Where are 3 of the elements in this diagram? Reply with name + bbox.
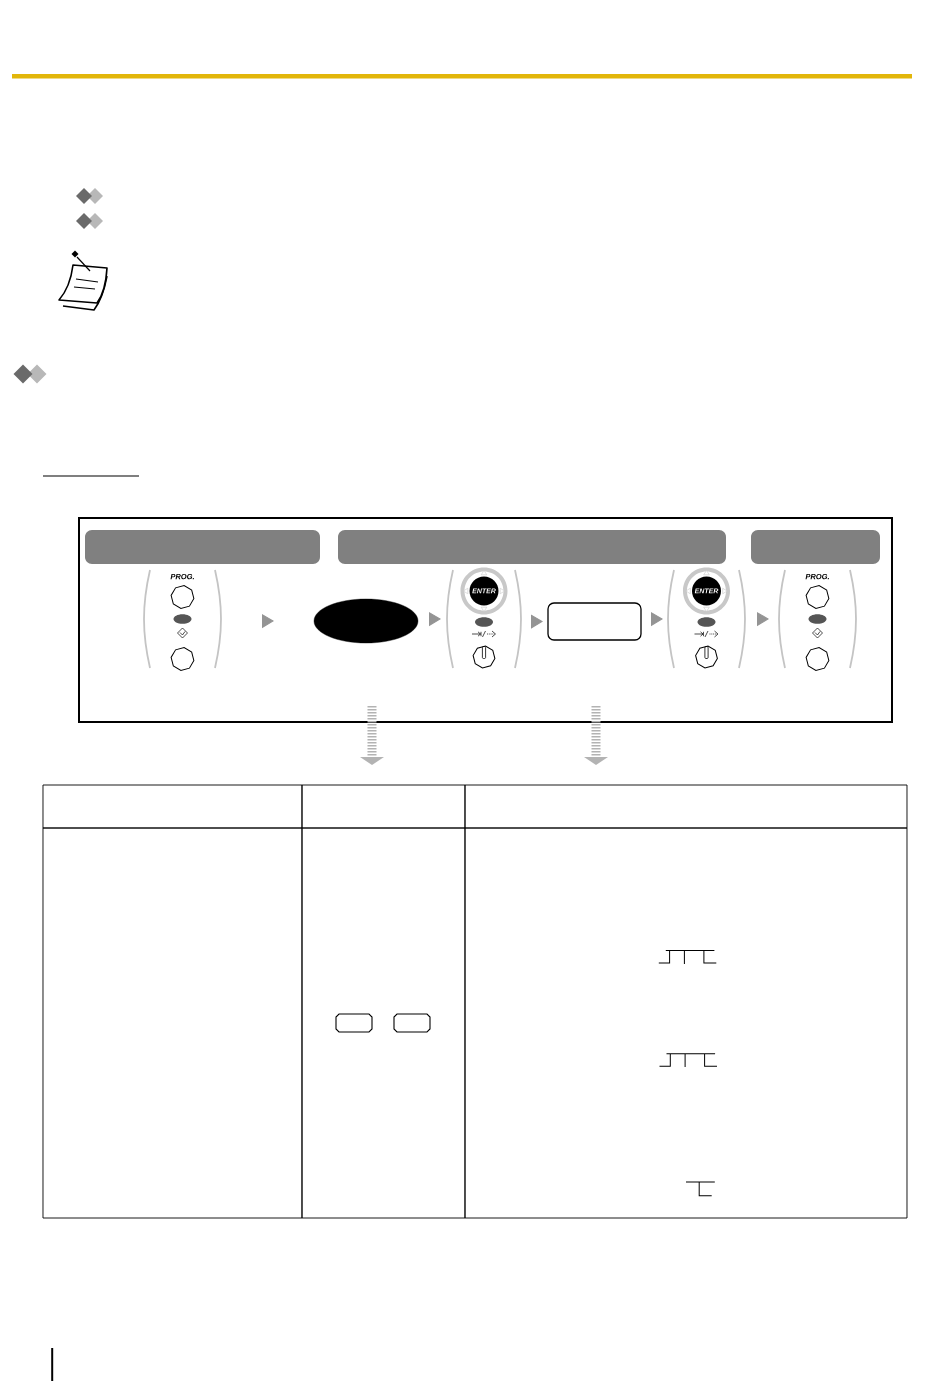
frame-box bbox=[78, 517, 893, 723]
rounded-box bbox=[547, 602, 642, 641]
oval bbox=[313, 598, 419, 644]
